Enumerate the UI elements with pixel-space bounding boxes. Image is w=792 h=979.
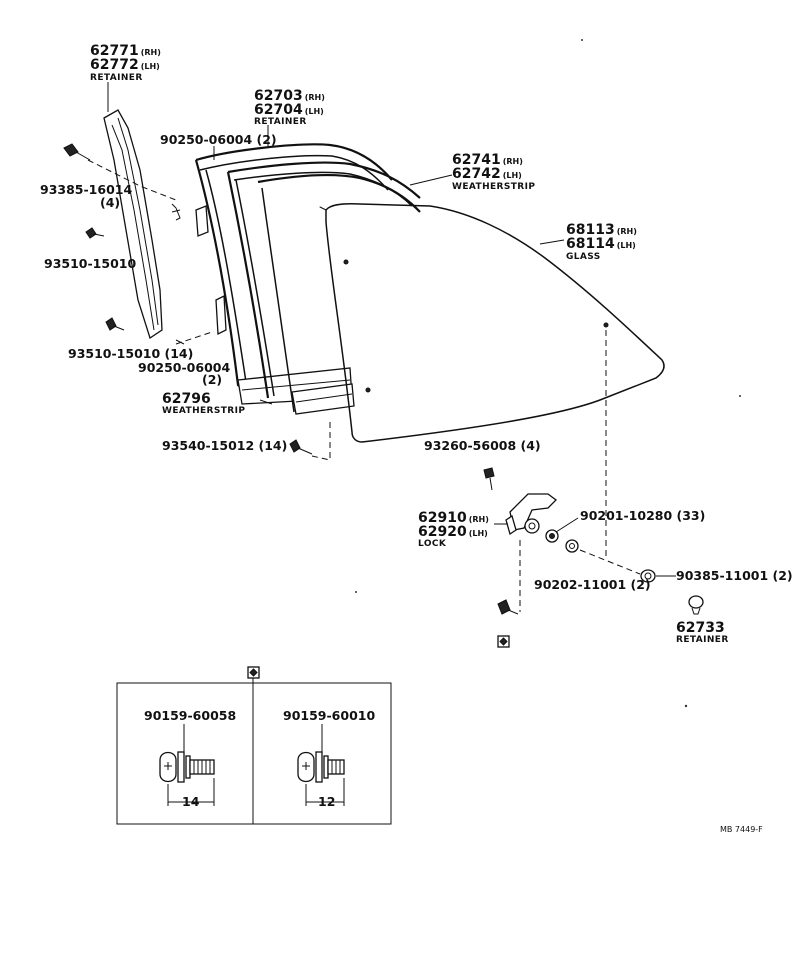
label-lock: 62910(RH) 62920(LH) LOCK <box>418 510 489 549</box>
svg-text:68114(LH): 68114(LH) <box>566 236 636 252</box>
svg-text:LOCK: LOCK <box>418 539 447 549</box>
weatherstrip-frame <box>195 161 421 415</box>
svg-text:62771(RH): 62771(RH) <box>90 43 161 59</box>
svg-text:62741(RH): 62741(RH) <box>452 152 523 168</box>
svg-text:62703(RH): 62703(RH) <box>254 88 325 104</box>
svg-text:90250-06004 (2): 90250-06004 (2) <box>160 132 277 147</box>
svg-text:14: 14 <box>182 794 200 809</box>
detail-screw-left: 90159-60058 14 <box>144 708 236 809</box>
svg-text:90159-60010: 90159-60010 <box>283 708 375 723</box>
washers <box>545 529 704 615</box>
detail-box: 90159-60058 14 90159-60010 <box>116 666 392 825</box>
svg-text:93510-15010: 93510-15010 <box>44 256 136 271</box>
label-top-retainer: 62703(RH) 62704(LH) RETAINER <box>254 88 325 127</box>
svg-text:12: 12 <box>318 794 335 809</box>
svg-text:WEATHERSTRIP: WEATHERSTRIP <box>162 406 245 416</box>
svg-text:93260-56008 (4): 93260-56008 (4) <box>424 438 541 453</box>
svg-text:62920(LH): 62920(LH) <box>418 524 488 540</box>
diagram-code: MB 7449-F <box>720 825 763 834</box>
label-small-retainer: 62733 RETAINER <box>676 620 729 645</box>
svg-text:62742(LH): 62742(LH) <box>452 166 522 182</box>
svg-text:90201-10280 (33): 90201-10280 (33) <box>580 508 705 523</box>
svg-text:93385-16014: 93385-16014 <box>40 182 132 197</box>
label-glass: 68113(RH) 68114(LH) GLASS <box>566 222 637 262</box>
svg-text:62733: 62733 <box>676 620 725 636</box>
glass-panel <box>319 203 665 443</box>
scan-specks <box>355 39 741 708</box>
fastener-labels: 90250-06004 (2) 93385-16014 (4) 93510-15… <box>40 132 792 592</box>
svg-text:93540-15012 (14): 93540-15012 (14) <box>162 438 287 453</box>
svg-text:62796: 62796 <box>162 391 211 407</box>
svg-text:93510-15010 (14): 93510-15010 (14) <box>68 346 193 361</box>
svg-text:90202-11001 (2): 90202-11001 (2) <box>534 577 651 592</box>
leader-lines <box>87 82 676 612</box>
label-weatherstrip-upper: 62741(RH) 62742(LH) WEATHERSTRIP <box>452 152 535 192</box>
diamond-marker-bottom <box>497 635 510 648</box>
svg-text:62704(LH): 62704(LH) <box>254 102 324 118</box>
pillar-retainer <box>103 109 163 340</box>
svg-text:68113(RH): 68113(RH) <box>566 222 637 238</box>
svg-text:RETAINER: RETAINER <box>90 73 143 83</box>
svg-text:GLASS: GLASS <box>566 252 601 262</box>
lock-assembly <box>505 493 557 536</box>
svg-text:90159-60058: 90159-60058 <box>144 708 236 723</box>
svg-text:62772(LH): 62772(LH) <box>90 57 160 73</box>
svg-text:62910(RH): 62910(RH) <box>418 510 489 526</box>
svg-text:(2): (2) <box>202 372 222 387</box>
label-pillar-retainer: 62771(RH) 62772(LH) RETAINER <box>90 43 161 83</box>
svg-text:(4): (4) <box>100 195 120 210</box>
svg-text:90385-11001 (2): 90385-11001 (2) <box>676 568 792 583</box>
detail-screw-right: 90159-60010 12 <box>283 708 375 809</box>
bolts <box>63 143 519 615</box>
svg-text:RETAINER: RETAINER <box>254 117 307 127</box>
svg-text:RETAINER: RETAINER <box>676 635 729 645</box>
label-weatherstrip-lower: 62796 WEATHERSTRIP <box>162 391 245 416</box>
svg-text:90250-06004: 90250-06004 <box>138 360 230 375</box>
svg-text:WEATHERSTRIP: WEATHERSTRIP <box>452 182 535 192</box>
